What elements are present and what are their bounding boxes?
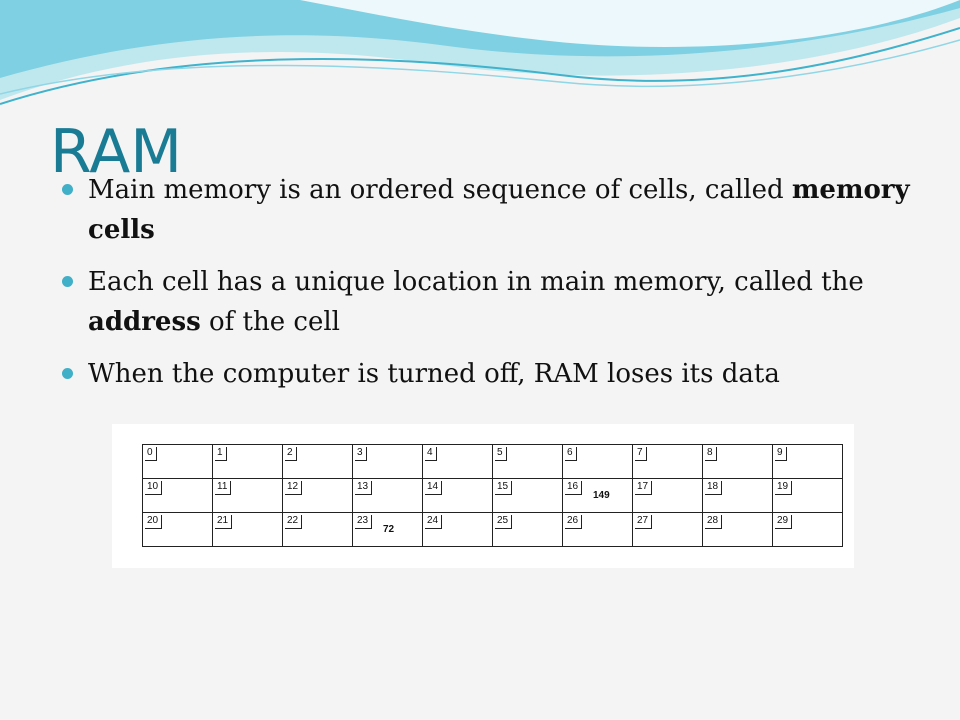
memory-cell: 21 [212,512,283,547]
memory-cell: 14 [422,478,493,513]
bullet-item: Main memory is an ordered sequence of ce… [60,170,940,250]
slide-title: RAM [50,117,183,187]
memory-cell: 25 [492,512,563,547]
memory-cell: 1 [212,444,283,479]
cell-address: 22 [285,515,303,529]
bullet-text: Main memory is an ordered sequence of ce… [88,175,792,205]
bullet-text: Each cell has a unique location in main … [88,267,864,297]
cell-address: 17 [635,481,653,495]
memory-cell: 27 [632,512,703,547]
bullet-bold-text: address [88,307,201,337]
memory-cell: 18 [702,478,773,513]
memory-cell: 9 [772,444,843,479]
cell-address: 11 [215,481,232,495]
memory-row: 0 1 2 3 4 5 6 7 8 9 [142,444,843,479]
bullet-bold-text: memory cells [88,175,910,245]
memory-cell: 0 [142,444,213,479]
memory-cell: 12 [282,478,353,513]
cell-address: 7 [635,447,647,461]
cell-address: 4 [425,447,437,461]
cell-address: 13 [355,481,373,495]
cell-address: 9 [775,447,787,461]
memory-cell: 3 [352,444,423,479]
memory-cell: 20 [142,512,213,547]
memory-row: 10 11 12 13 14 15 16 149 17 18 19 [142,478,843,513]
cell-address: 10 [145,481,163,495]
cell-address: 29 [775,515,793,529]
memory-cell: 24 [422,512,493,547]
memory-cell: 22 [282,512,353,547]
memory-cell: 2 [282,444,353,479]
bullet-item: When the computer is turned off, RAM los… [60,354,940,394]
cell-address: 0 [145,447,157,461]
memory-cell: 4 [422,444,493,479]
cell-address: 20 [145,515,163,529]
cell-address: 8 [705,447,717,461]
memory-cell: 23 72 [352,512,423,547]
cell-address: 1 [215,447,227,461]
cell-address: 25 [495,515,513,529]
memory-cell: 11 [212,478,283,513]
cell-address: 24 [425,515,443,529]
cell-value: 149 [593,490,610,501]
cell-address: 15 [495,481,513,495]
memory-cell: 28 [702,512,773,547]
memory-cell: 5 [492,444,563,479]
cell-address: 27 [635,515,653,529]
bullet-text-tail: of the cell [200,307,340,337]
bullet-dot-icon [62,368,73,379]
bullet-item: Each cell has a unique location in main … [60,262,940,342]
cell-address: 21 [215,515,233,529]
memory-cell: 19 [772,478,843,513]
cell-address: 2 [285,447,297,461]
memory-cell: 16 149 [562,478,633,513]
memory-cell: 13 [352,478,423,513]
bullet-list: Main memory is an ordered sequence of ce… [60,170,940,406]
memory-cell: 15 [492,478,563,513]
memory-cell: 17 [632,478,703,513]
cell-address: 3 [355,447,367,461]
cell-address: 26 [565,515,583,529]
cell-address: 19 [775,481,793,495]
bullet-dot-icon [62,184,73,195]
memory-cell: 6 [562,444,633,479]
memory-cell: 29 [772,512,843,547]
memory-cell: 8 [702,444,773,479]
memory-cell: 26 [562,512,633,547]
cell-address: 6 [565,447,577,461]
cell-address: 16 [565,481,583,495]
memory-cell: 10 [142,478,213,513]
cell-address: 23 [355,515,373,529]
cell-address: 18 [705,481,723,495]
cell-address: 28 [705,515,723,529]
cell-value: 72 [383,524,395,535]
bullet-dot-icon [62,276,73,287]
bullet-text: When the computer is turned off, RAM los… [88,359,780,389]
cell-address: 14 [425,481,443,495]
memory-cell: 7 [632,444,703,479]
cell-address: 12 [285,481,303,495]
memory-row: 20 21 22 23 72 24 25 26 27 28 29 [142,512,843,547]
header-wave-decoration [0,0,960,105]
cell-address: 5 [495,447,507,461]
